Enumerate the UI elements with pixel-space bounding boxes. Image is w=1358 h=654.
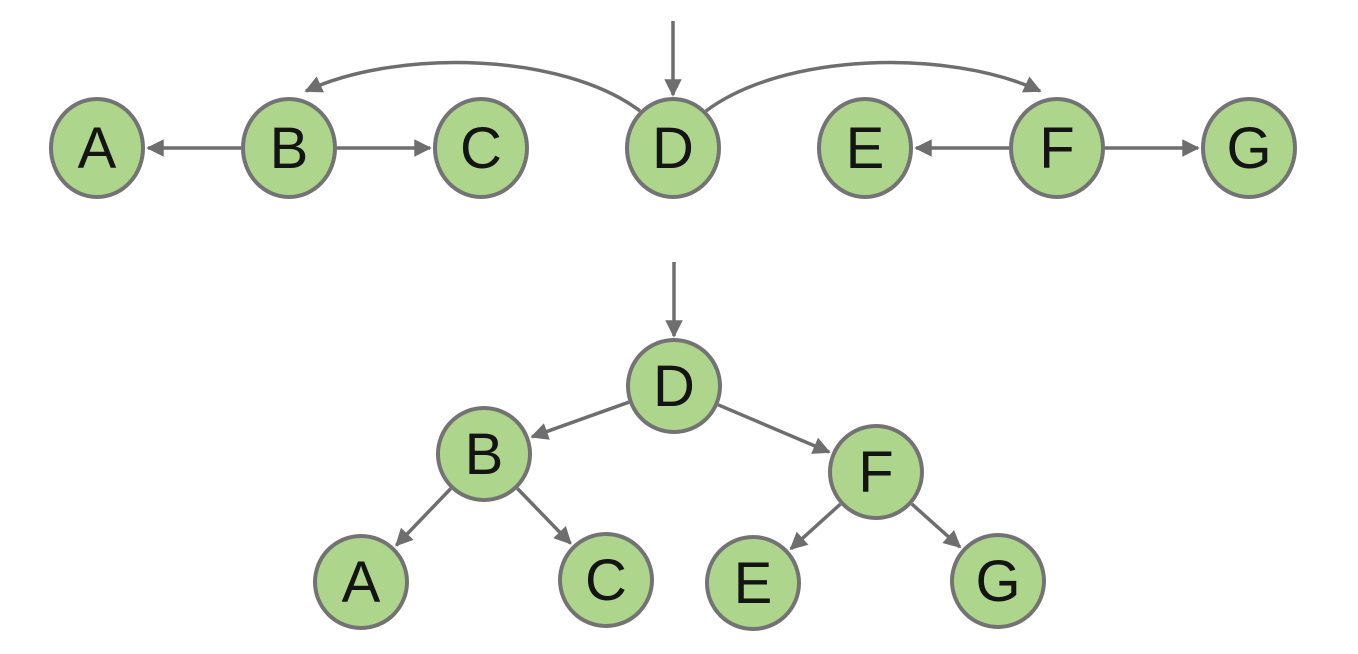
node-B-tree-view: B: [436, 406, 532, 502]
node-circle-C: [433, 97, 529, 199]
edge-D-to-B: [530, 400, 630, 440]
node-G-tree-view: G: [950, 533, 1046, 629]
edge-B-to-C: [516, 487, 572, 545]
node-circle-D: [626, 338, 722, 434]
edge-D-to-F: [717, 403, 831, 454]
node-C-tree-view: C: [558, 532, 654, 628]
node-A-tree-view: A: [313, 534, 409, 630]
node-circle-F: [828, 424, 924, 520]
node-circle-E: [817, 97, 913, 199]
node-E-tree-view: E: [705, 535, 801, 631]
node-circle-B: [241, 97, 337, 199]
node-D-linear-view: D: [625, 97, 721, 199]
edge-D-to-B: [304, 60, 642, 113]
node-circle-D: [625, 97, 721, 199]
node-G-linear-view: G: [1201, 97, 1297, 199]
node-circle-F: [1009, 97, 1105, 199]
node-circle-E: [705, 535, 801, 631]
node-circle-A: [49, 97, 145, 199]
node-D-tree-view: D: [626, 338, 722, 434]
edge-F-to-G: [910, 502, 962, 549]
edge-B-to-A: [395, 487, 453, 547]
node-circle-B: [436, 406, 532, 502]
edge-F-to-E: [789, 502, 842, 551]
node-F-linear-view: F: [1009, 97, 1105, 199]
node-C-linear-view: C: [433, 97, 529, 199]
node-circle-G: [1201, 97, 1297, 199]
node-F-tree-view: F: [828, 424, 924, 520]
node-circle-C: [558, 532, 654, 628]
node-circle-A: [313, 534, 409, 630]
node-E-linear-view: E: [817, 97, 913, 199]
node-B-linear-view: B: [241, 97, 337, 199]
edge-D-to-F: [704, 60, 1042, 113]
node-A-linear-view: A: [49, 97, 145, 199]
node-circle-G: [950, 533, 1046, 629]
